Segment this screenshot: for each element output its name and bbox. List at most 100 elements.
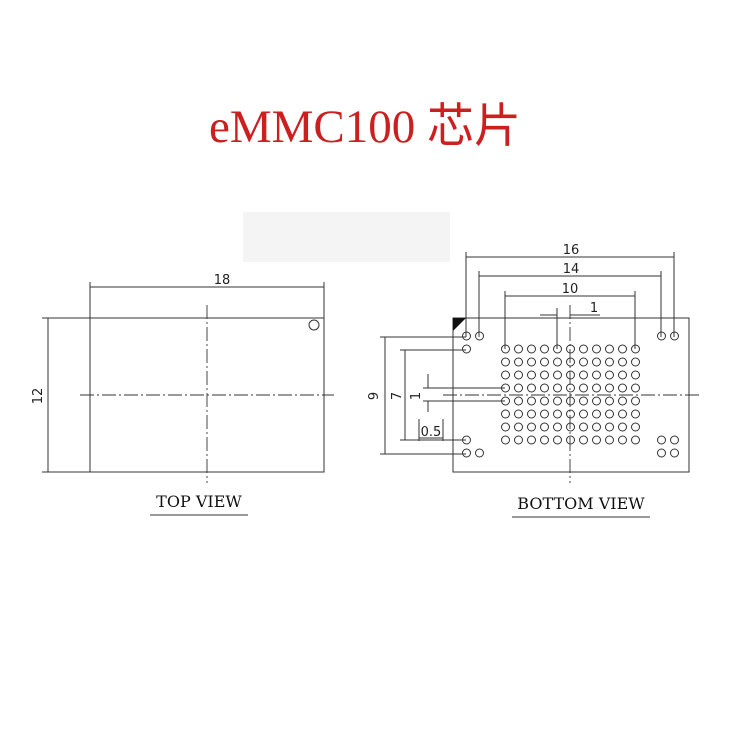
solder-ball [553,409,562,419]
solder-ball [527,357,536,367]
solder-ball [501,370,510,380]
solder-ball [527,422,536,432]
solder-ball [540,370,549,380]
solder-ball [631,396,640,406]
solder-ball [605,357,614,367]
solder-ball [631,370,640,380]
solder-ball [579,344,588,354]
solder-ball [527,344,536,354]
solder-ball [540,396,549,406]
solder-ball [618,409,627,419]
dim-12-label: 12 [31,388,46,405]
solder-ball [553,383,562,393]
solder-ball [605,344,614,354]
solder-ball [527,396,536,406]
solder-ball [501,409,510,419]
solder-ball [579,396,588,406]
solder-ball [579,435,588,445]
dim-18-label: 18 [214,273,231,288]
solder-ball [566,383,575,393]
watermark-band [243,212,450,262]
solder-ball [618,370,627,380]
solder-ball [553,435,562,445]
solder-ball [514,396,523,406]
solder-ball [527,370,536,380]
solder-ball [592,435,601,445]
solder-ball [553,422,562,432]
solder-ball [553,357,562,367]
solder-ball [605,422,614,432]
solder-ball [514,383,523,393]
solder-ball [605,370,614,380]
solder-ball [527,435,536,445]
solder-ball [566,409,575,419]
solder-ball [592,357,601,367]
solder-ball [631,383,640,393]
solder-ball [501,422,510,432]
solder-ball [540,435,549,445]
solder-ball [566,370,575,380]
bottom-view-label: BOTTOM VIEW [517,494,645,513]
solder-ball [592,370,601,380]
solder-ball [592,422,601,432]
solder-ball [592,383,601,393]
solder-ball [579,370,588,380]
solder-ball [618,422,627,432]
solder-ball [618,383,627,393]
solder-ball [527,383,536,393]
solder-ball [618,344,627,354]
page-title: eMMC100 芯片 [208,101,522,153]
solder-ball [527,409,536,419]
solder-ball [579,409,588,419]
ball-grid [462,331,679,458]
solder-ball [514,422,523,432]
solder-ball [592,396,601,406]
dim-1-side-label: 1 [409,392,424,400]
dim-0-5-label: 0.5 [421,425,442,440]
solder-ball [514,344,523,354]
solder-ball [462,344,471,354]
solder-ball [540,409,549,419]
solder-ball [540,357,549,367]
solder-ball [670,448,679,458]
solder-ball [553,396,562,406]
solder-ball [618,435,627,445]
bottom-view: 16 14 10 1 9 7 1 0.5 [367,243,699,518]
solder-ball [514,409,523,419]
top-view-label: TOP VIEW [156,492,242,511]
dim-1-top-label: 1 [590,301,598,316]
solder-ball [566,422,575,432]
dim-7-label: 7 [390,392,405,400]
solder-ball [566,344,575,354]
pin1-marker [308,319,320,331]
solder-ball [540,344,549,354]
solder-ball [579,422,588,432]
pin1-corner-marker [453,318,466,331]
solder-ball [553,370,562,380]
solder-ball [592,344,601,354]
solder-ball [605,383,614,393]
solder-ball [579,357,588,367]
solder-ball [540,422,549,432]
solder-ball [501,357,510,367]
solder-ball [631,409,640,419]
solder-ball [631,357,640,367]
solder-ball [514,370,523,380]
solder-ball [501,435,510,445]
solder-ball [540,383,549,393]
solder-ball [657,435,666,445]
solder-ball [514,435,523,445]
solder-ball [631,435,640,445]
solder-ball [670,435,679,445]
solder-ball [618,396,627,406]
solder-ball [618,357,627,367]
solder-ball [462,448,471,458]
solder-ball [566,396,575,406]
dim-14-label: 14 [563,262,580,277]
solder-ball [566,435,575,445]
solder-ball [592,409,601,419]
dim-9-label: 9 [367,392,382,400]
solder-ball [605,435,614,445]
top-view: 18 12 TOP VIEW [31,273,334,516]
